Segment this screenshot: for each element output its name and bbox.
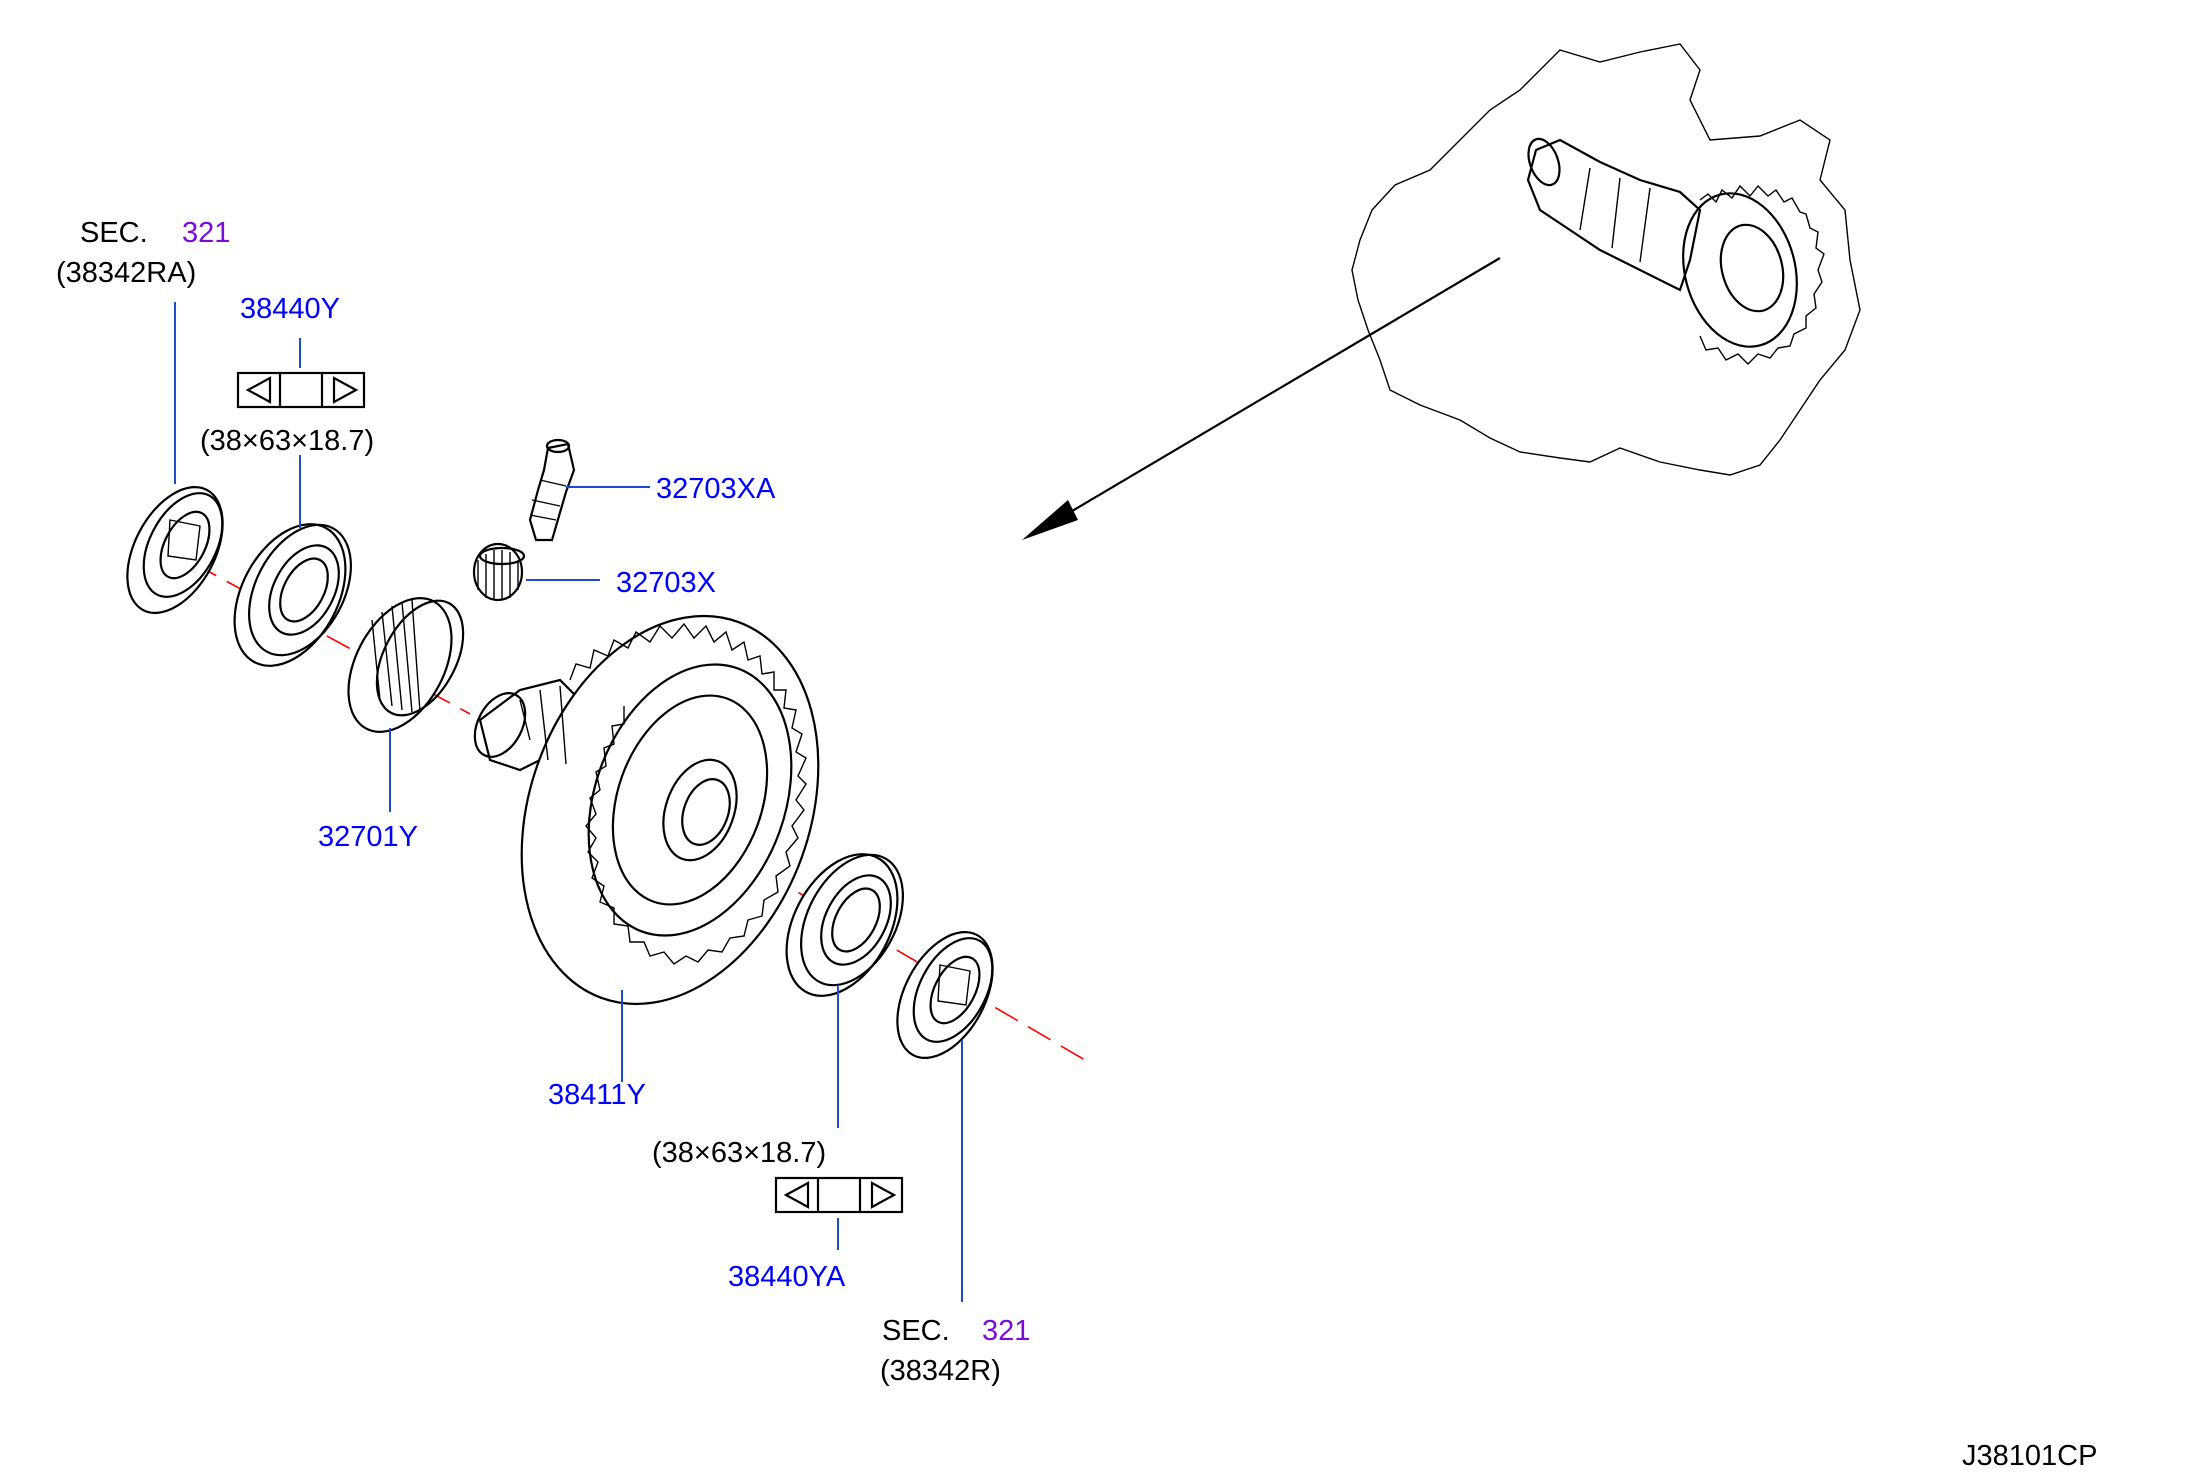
sec-ref-bottom: (38342R) — [880, 1355, 1001, 1387]
triangle-left-icon — [245, 376, 272, 404]
locator-arrow-icon — [1022, 257, 1501, 540]
speedo-shaft-icon — [528, 438, 576, 542]
part-38440ya[interactable]: 38440YA — [728, 1261, 846, 1293]
speedo-gear-icon — [472, 542, 526, 602]
bearing-direction-box-top — [236, 371, 366, 409]
part-32703x[interactable]: 32703X — [616, 567, 716, 599]
oil-seal-left-icon — [126, 485, 224, 615]
part-38440y[interactable]: 38440Y — [240, 293, 340, 325]
sec-label-bottom: SEC. — [882, 1315, 950, 1347]
sec-label-top: SEC. — [80, 217, 148, 249]
bearing-left-icon — [233, 523, 352, 667]
part-32703xa[interactable]: 32703XA — [656, 473, 776, 505]
transmission-case-inset — [1022, 43, 1861, 540]
leader-lines — [174, 302, 963, 1302]
oil-seal-right-icon — [896, 930, 994, 1060]
bearing-direction-box-bottom — [774, 1176, 904, 1214]
triangle-right-icon — [332, 376, 359, 404]
sec-ref-top: (38342RA) — [56, 257, 196, 289]
bearing-right-icon — [785, 853, 904, 997]
triangle-right-icon — [870, 1181, 897, 1209]
bearing-dimension-top: (38×63×18.7) — [200, 425, 374, 457]
differential-gear-icon — [473, 614, 820, 1006]
bearing-dimension-bottom: (38×63×18.7) — [652, 1137, 826, 1169]
part-32701y[interactable]: 32701Y — [318, 821, 418, 853]
sec-link-bottom[interactable]: 321 — [982, 1315, 1030, 1347]
sec-link-top[interactable]: 321 — [182, 217, 230, 249]
diagram-id: J38101CP — [1962, 1440, 2097, 1472]
part-38411y[interactable]: 38411Y — [548, 1079, 646, 1111]
triangle-left-icon — [783, 1181, 810, 1209]
input-shaft-icon — [1526, 137, 1825, 365]
ring-32701y-icon — [347, 597, 465, 733]
